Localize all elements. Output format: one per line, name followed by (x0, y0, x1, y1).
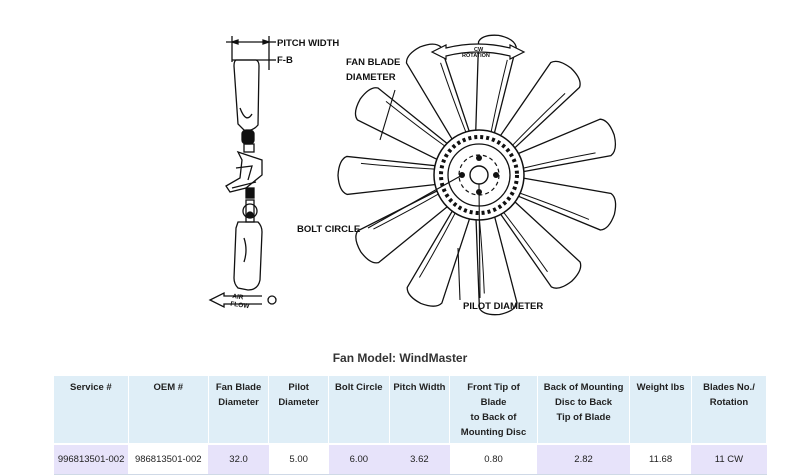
side-view (208, 36, 277, 309)
pitch-width-label: PITCH WIDTH (277, 38, 339, 49)
rotation-arrow (430, 43, 526, 60)
table-cell: 11 CW (691, 443, 767, 475)
fan-blade-diameter-label-line1: FAN BLADE (346, 57, 400, 68)
table-cell: 986813501-002 (128, 443, 209, 475)
table-cell: 0.80 (449, 443, 538, 475)
air-label: AIR (232, 293, 244, 302)
column-header-line: Disc to Back (555, 397, 613, 408)
front-view (337, 34, 617, 316)
fan-blade (355, 188, 452, 264)
fan-blade-rib (373, 193, 440, 230)
fan-blade-rib (440, 62, 467, 133)
table-cell: 996813501-002 (54, 443, 129, 475)
pilot-hole (469, 165, 489, 185)
fan-blade (405, 43, 472, 144)
fan-blade-rib (478, 219, 485, 294)
fan-blade-rib (490, 59, 508, 133)
column-header: Blades No./ Rotation (691, 376, 768, 444)
column-header-line: Service # (69, 382, 112, 393)
pilot-diameter-label: PILOT DIAMETER (463, 301, 543, 312)
column-header-line: Front Tip of Blade (467, 382, 520, 408)
column-header-line: to Back of (470, 412, 517, 423)
column-header: Front Tip of Blade to Back of Mounting Dis… (449, 376, 538, 444)
column-header: Service # (54, 376, 129, 444)
fan-blade (497, 60, 581, 152)
column-header: OEM # (128, 376, 209, 444)
fan-blade-rib (519, 192, 590, 220)
column-header-line: Fan Blade (215, 382, 262, 393)
column-header-line: Blades No./ (703, 382, 755, 393)
column-header: Weight lbs (629, 376, 692, 444)
fan-blade (475, 212, 518, 316)
fan-diagram: PITCH WIDTH F-B AIR FLOW CW ROTATION FAN… (208, 34, 617, 316)
column-header-line: Weight lbs (636, 382, 685, 393)
leader-lines (367, 89, 481, 301)
column-header-line: Diameter (278, 397, 319, 408)
column-header: Bolt Circle (328, 376, 390, 444)
hub-rivet-ring (439, 135, 519, 215)
fan-blade (337, 155, 440, 196)
column-header-line: Pilot (288, 382, 309, 393)
fb-label: F-B (277, 55, 293, 66)
fan-blade (497, 198, 582, 289)
fan-blade-diameter-label-line2: DIAMETER (346, 72, 396, 83)
table-cell: 11.68 (629, 443, 692, 475)
fan-blade (354, 87, 451, 162)
table-cell: 3.62 (389, 443, 450, 475)
table-cell: 32.0 (208, 443, 269, 475)
cw-label: CW (474, 47, 484, 53)
column-header-line: Diameter (218, 397, 259, 408)
fan-blade-rib (522, 152, 596, 169)
fan-blade (514, 176, 617, 231)
fan-blade (513, 118, 617, 173)
column-header-line: Back of Mounting (543, 382, 624, 393)
flow-label: FLOW (230, 301, 251, 311)
table-cell: 5.00 (268, 443, 329, 475)
column-header-line: OEM # (153, 382, 184, 393)
model-title: Fan Model: WindMaster (332, 351, 468, 365)
column-header: Pitch Width (389, 376, 451, 444)
fan-blade-rib (385, 101, 446, 147)
bolt-circle-label: BOLT CIRCLE (297, 224, 360, 235)
fan-blade (406, 206, 472, 307)
column-header-line: Mounting Disc (460, 427, 527, 438)
rotation-label: ROTATION (462, 53, 490, 59)
fan-blade-rib (503, 211, 548, 273)
column-header-line: Tip of Blade (556, 412, 611, 423)
column-header-line: Bolt Circle (335, 382, 383, 393)
fan-blade (474, 34, 517, 138)
fan-blade-rib (418, 212, 456, 278)
fan-blade-rib (360, 162, 436, 170)
column-header-line: Rotation (709, 397, 749, 408)
table-cell: 6.00 (328, 443, 390, 475)
fan-blade-rib (511, 93, 566, 146)
column-header-line: Pitch Width (393, 382, 446, 393)
table-cell: 2.82 (537, 443, 630, 475)
fan-blades (337, 34, 617, 316)
